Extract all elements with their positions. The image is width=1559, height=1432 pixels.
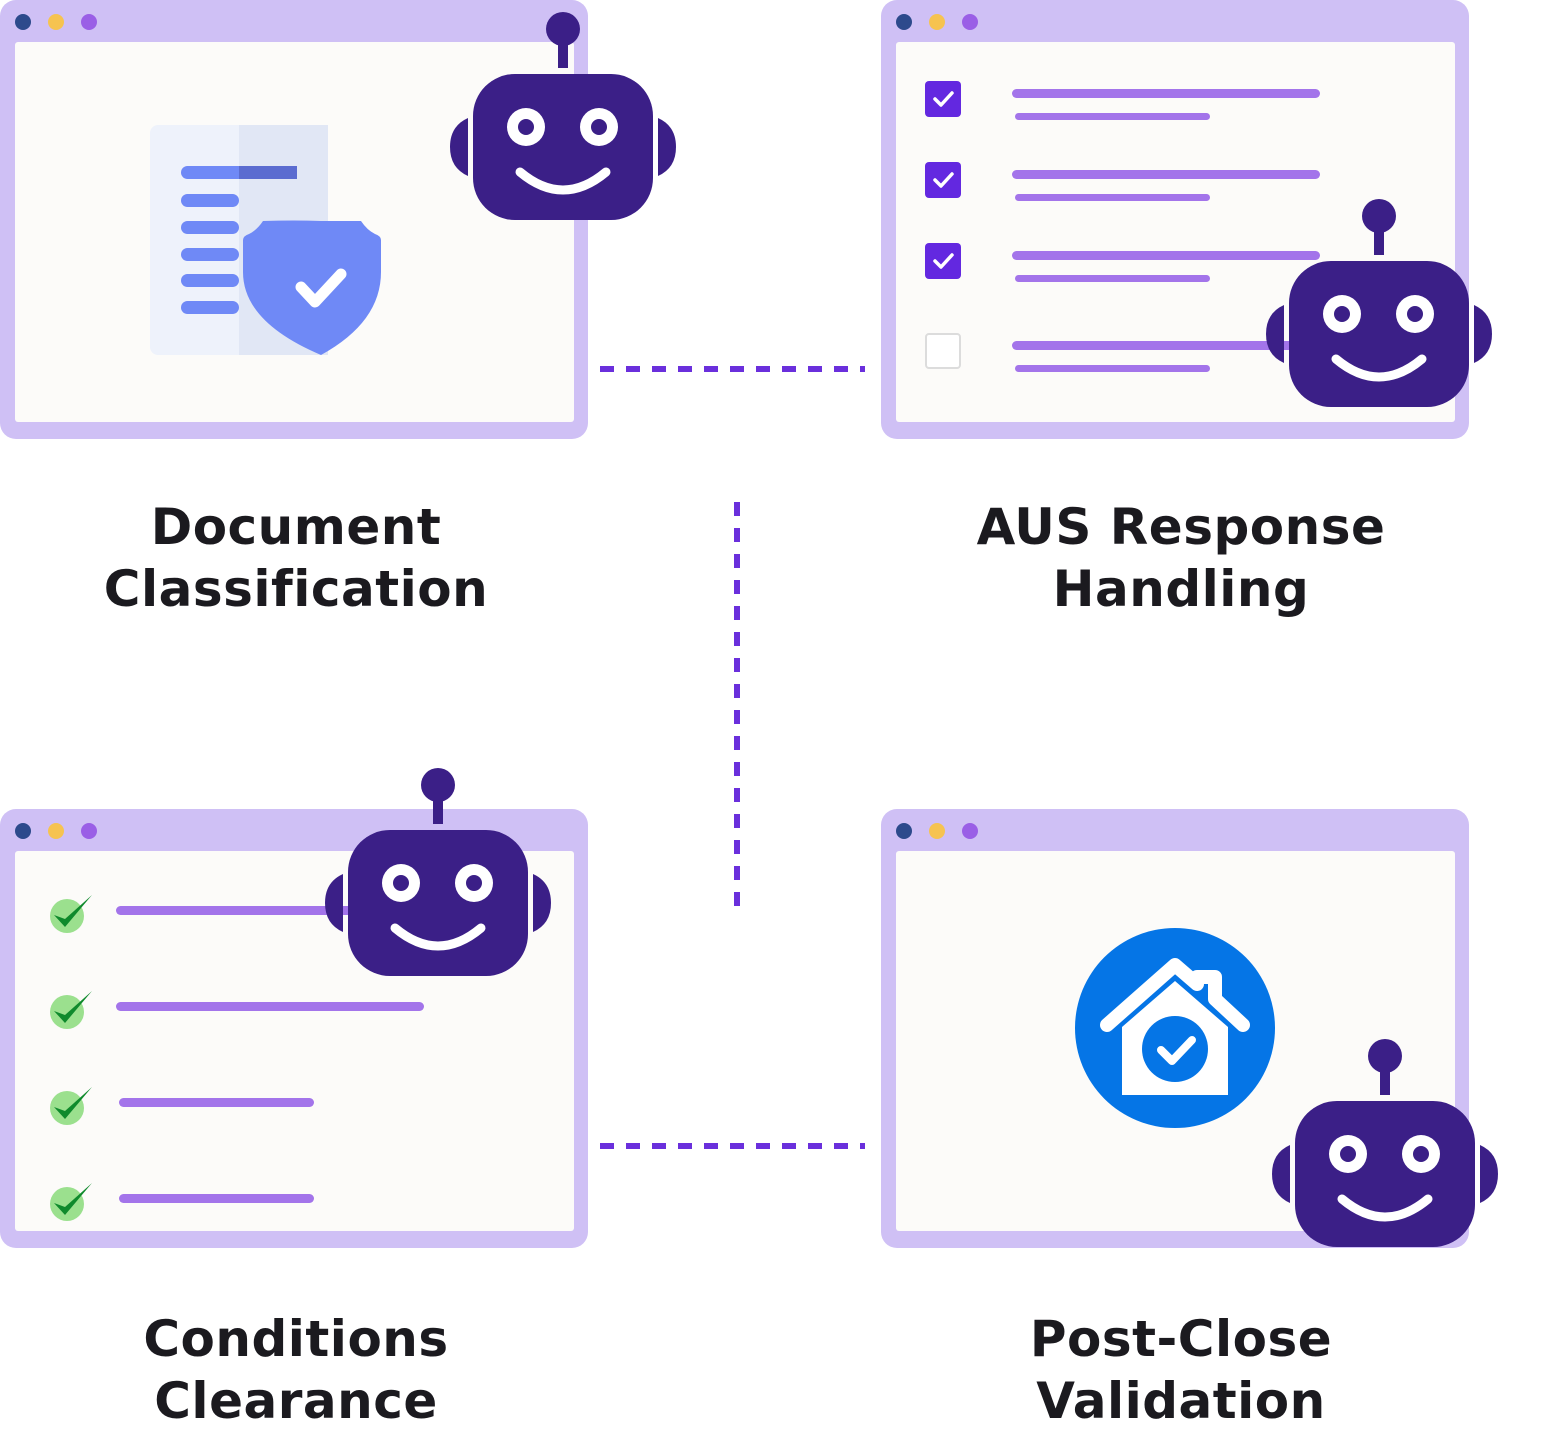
window-dot-blue-icon [15,14,31,30]
title-line-1: Post-Close [1029,1310,1333,1368]
green-check-icon [48,1179,98,1227]
title-line-2: Validation [1036,1372,1326,1430]
robot-icon [450,12,676,220]
condition-line [119,1098,314,1107]
window-dot-yellow-icon [929,14,945,30]
window-dot-purple-icon [962,14,978,30]
window-dot-yellow-icon [48,823,64,839]
title-line-1: Document [150,498,442,556]
window-dot-purple-icon [962,823,978,839]
checkbox-unchecked[interactable] [925,333,961,369]
window-dot-blue-icon [896,14,912,30]
checkmark-icon [933,253,954,269]
condition-line [116,1002,424,1011]
title-line-2: Handling [1052,560,1310,618]
title-line-1: Conditions [143,1310,449,1368]
checkmark-icon [933,172,954,188]
window-dot-blue-icon [896,823,912,839]
title-line-2: Clearance [154,1372,438,1430]
window-dot-yellow-icon [929,823,945,839]
text-line-short [1015,194,1210,201]
window-dot-blue-icon [15,823,31,839]
connector-middle [734,502,740,907]
document-shield-icon [150,125,381,355]
condition-line [119,1194,314,1203]
checkbox-checked[interactable] [925,243,961,279]
post-close-validation-title: Post-Close Validation [881,1308,1481,1432]
connector-bottom [600,1143,865,1149]
title-line-1: AUS Response [976,498,1386,556]
text-line-short [1015,365,1210,372]
connector-top [600,366,865,372]
green-check-icon [48,987,98,1035]
document-classification-title: Document Classification [0,496,596,620]
text-line-short [1015,113,1210,120]
condition-line [116,906,366,915]
text-line-long [1012,89,1320,98]
checkbox-checked[interactable] [925,162,961,198]
green-check-icon [48,891,98,939]
text-line-long [1012,170,1320,179]
conditions-clearance-title: Conditions Clearance [0,1308,596,1432]
checkmark-icon [933,91,954,107]
house-check-icon [1075,928,1275,1128]
checkbox-checked[interactable] [925,81,961,117]
aus-response-handling-title: AUS Response Handling [881,496,1481,620]
text-line-long [1012,251,1320,260]
text-line-long [1012,341,1320,350]
title-line-2: Classification [103,560,489,618]
window-dot-yellow-icon [48,14,64,30]
green-check-icon [48,1083,98,1131]
robot-icon [1266,199,1492,407]
robot-icon [1272,1039,1498,1247]
robot-icon [325,768,551,976]
text-line-short [1015,275,1210,282]
window-dot-purple-icon [81,14,97,30]
window-dot-purple-icon [81,823,97,839]
